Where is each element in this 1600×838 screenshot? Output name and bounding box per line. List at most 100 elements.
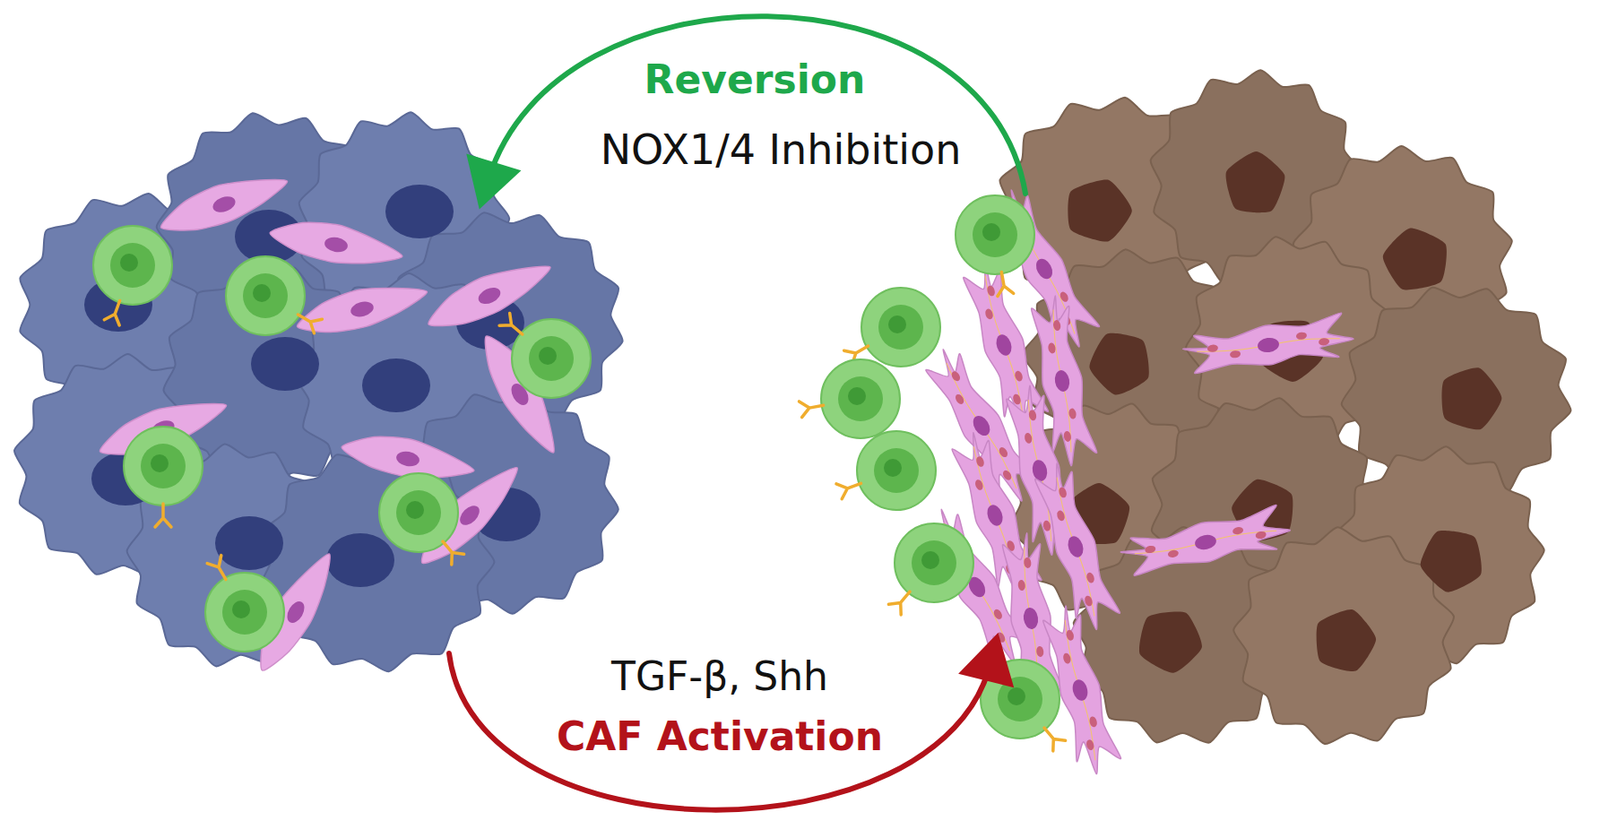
- immune-nucleus: [1007, 687, 1026, 706]
- immune-cell: [205, 555, 285, 652]
- caf-granule: [1229, 349, 1242, 359]
- caf-granule: [1023, 432, 1033, 444]
- immune-body: [123, 426, 203, 506]
- receptor-symbol: [155, 503, 172, 528]
- immune-cell: [799, 359, 901, 439]
- arrow-label: CAF Activation: [556, 715, 883, 759]
- arrowhead: [958, 632, 1014, 688]
- caf-granule: [984, 307, 995, 320]
- caf-granule: [1023, 556, 1033, 569]
- stress-fibre: [1046, 310, 1079, 453]
- stress-fibre: [1134, 523, 1277, 561]
- caf-granule: [1318, 337, 1331, 347]
- activation-arrow: [449, 653, 991, 811]
- fibroblast-nucleus: [210, 193, 238, 216]
- immune-nucleus: [232, 600, 251, 619]
- immune-inner: [222, 589, 268, 635]
- immune-cell: [123, 426, 203, 528]
- caf-nucleus: [1193, 533, 1219, 553]
- stress-fibre: [1049, 477, 1101, 617]
- immune-cell: [888, 523, 974, 615]
- caf-granule: [1088, 716, 1099, 729]
- immune-cell: [844, 287, 941, 367]
- immune-nucleus: [921, 551, 940, 570]
- immune-inner: [873, 448, 919, 493]
- immune-inner: [911, 540, 957, 586]
- stress-fibre: [1196, 331, 1341, 359]
- caf-granule: [973, 478, 985, 492]
- caf-granule: [1064, 629, 1075, 642]
- arrow-label: TGF-β, Shh: [611, 655, 829, 699]
- immune-cell: [955, 195, 1035, 297]
- caf-granule: [1083, 595, 1094, 608]
- fibroblast-nucleus: [475, 284, 503, 307]
- caf-granule: [1001, 468, 1013, 482]
- fibroblast-nucleus: [323, 235, 349, 254]
- immune-body: [93, 225, 173, 305]
- caf-granule: [975, 455, 986, 468]
- fibroblast-nucleus: [395, 449, 421, 468]
- caf-nucleus: [1021, 606, 1039, 631]
- cell-nucleus: [385, 184, 454, 239]
- fibroblast-nucleus: [284, 598, 309, 627]
- arrow-label: NOX1/4 Inhibition: [600, 127, 962, 173]
- immune-body: [856, 431, 936, 511]
- caf-granule: [997, 445, 1010, 459]
- cell-nucleus: [1067, 179, 1132, 242]
- caf-nucleus: [1032, 256, 1056, 283]
- immune-inner: [110, 242, 156, 288]
- fibroblast-nucleus: [456, 501, 484, 529]
- caf-nucleus: [984, 502, 1005, 528]
- caf-granule: [1046, 342, 1056, 355]
- immune-cell: [379, 473, 465, 565]
- immune-cell: [93, 225, 173, 326]
- caf-nucleus: [1065, 534, 1087, 560]
- immune-inner: [972, 212, 1018, 258]
- cell-nucleus: [1442, 367, 1503, 430]
- caf-body: [1181, 311, 1357, 380]
- caf-granule: [1035, 645, 1045, 658]
- tumour-cluster: [799, 69, 1572, 779]
- caf-granule: [1057, 486, 1068, 500]
- receptor-symbol: [1044, 727, 1066, 752]
- immune-cell: [499, 312, 591, 398]
- stress-fibre: [977, 276, 1030, 416]
- immune-nucleus: [252, 284, 271, 303]
- receptor-symbol: [207, 555, 226, 580]
- caf-granule: [1295, 331, 1307, 341]
- cell-nucleus: [1316, 609, 1376, 672]
- caf-granule: [1042, 519, 1052, 532]
- cell-nucleus: [1383, 228, 1447, 291]
- caf-granule: [1028, 409, 1038, 422]
- immune-body: [861, 287, 941, 367]
- reversion-arrow: [488, 16, 1026, 194]
- caf-granule: [1058, 290, 1071, 303]
- tumour-cell: [1233, 527, 1454, 744]
- cell-nucleus: [1420, 530, 1482, 593]
- caf-granule: [1013, 370, 1024, 383]
- activated-caf: [1181, 311, 1357, 380]
- cell-nucleus: [1226, 151, 1286, 213]
- receptor-symbol: [836, 483, 862, 499]
- immune-body: [379, 473, 459, 553]
- cell-nucleus: [1139, 611, 1203, 673]
- caf-granule: [953, 392, 966, 406]
- caf-granule: [1052, 319, 1062, 331]
- caf-body: [1117, 502, 1294, 581]
- immune-cell: [225, 256, 322, 336]
- caf-granule: [992, 607, 1004, 621]
- caf-granule: [1017, 579, 1027, 592]
- immune-body: [821, 359, 900, 439]
- immune-nucleus: [883, 458, 902, 477]
- immune-nucleus: [888, 315, 907, 334]
- immune-inner: [528, 336, 574, 381]
- receptor-symbol: [442, 541, 465, 565]
- cell-nucleus: [362, 358, 431, 413]
- immune-body: [894, 523, 974, 603]
- activated-caf: [1117, 502, 1294, 581]
- caf-granule: [985, 285, 996, 298]
- caf-granule: [1167, 549, 1179, 559]
- caf-nucleus: [1070, 677, 1090, 702]
